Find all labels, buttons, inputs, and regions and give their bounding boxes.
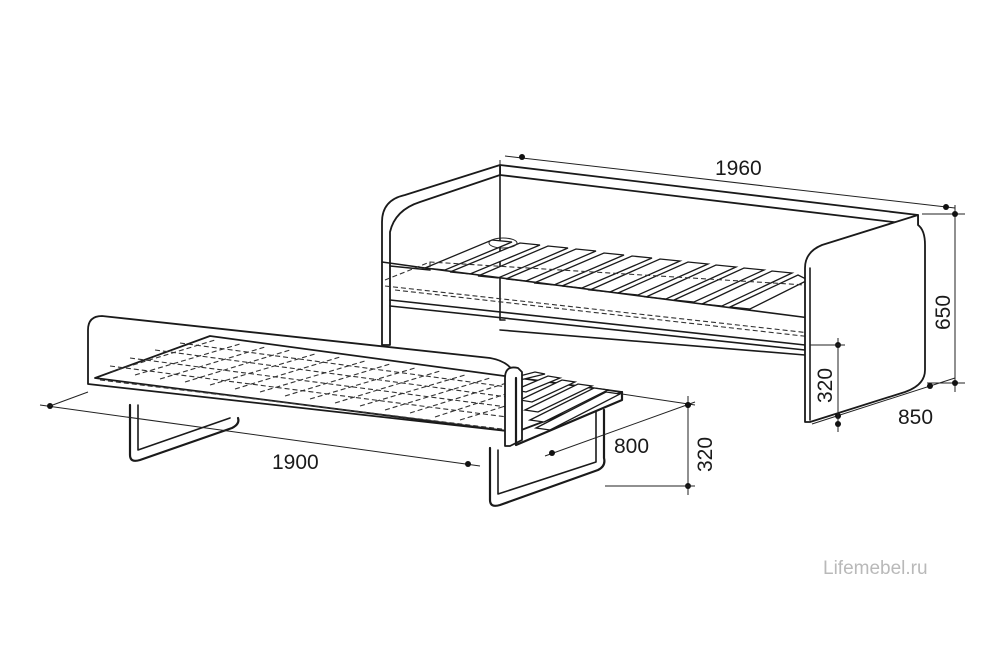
watermark: Lifemebel.ru [823,558,928,579]
lower-slats [511,371,623,431]
upper-puller [488,237,518,249]
lower-front-panel [504,366,523,447]
dim-upper-height: 650 [932,295,955,330]
upper-slats [424,239,810,310]
lower-dashed-grid [109,339,513,421]
dim-upper-bed-height: 320 [814,368,837,403]
dim-lower-height: 320 [694,437,717,472]
dim-lower-length: 1900 [272,451,319,474]
dim-lower-depth: 800 [614,435,649,458]
dim-upper-depth: 850 [898,406,933,429]
lower-legs [128,403,606,507]
dim-upper-length: 1960 [715,157,762,180]
upper-bed [381,164,926,423]
upper-back-panel [499,164,919,226]
lower-bed [87,315,624,507]
upper-left-side-panel [381,164,501,346]
dimension-lines [39,154,965,495]
upper-right-side-panel [804,214,926,423]
